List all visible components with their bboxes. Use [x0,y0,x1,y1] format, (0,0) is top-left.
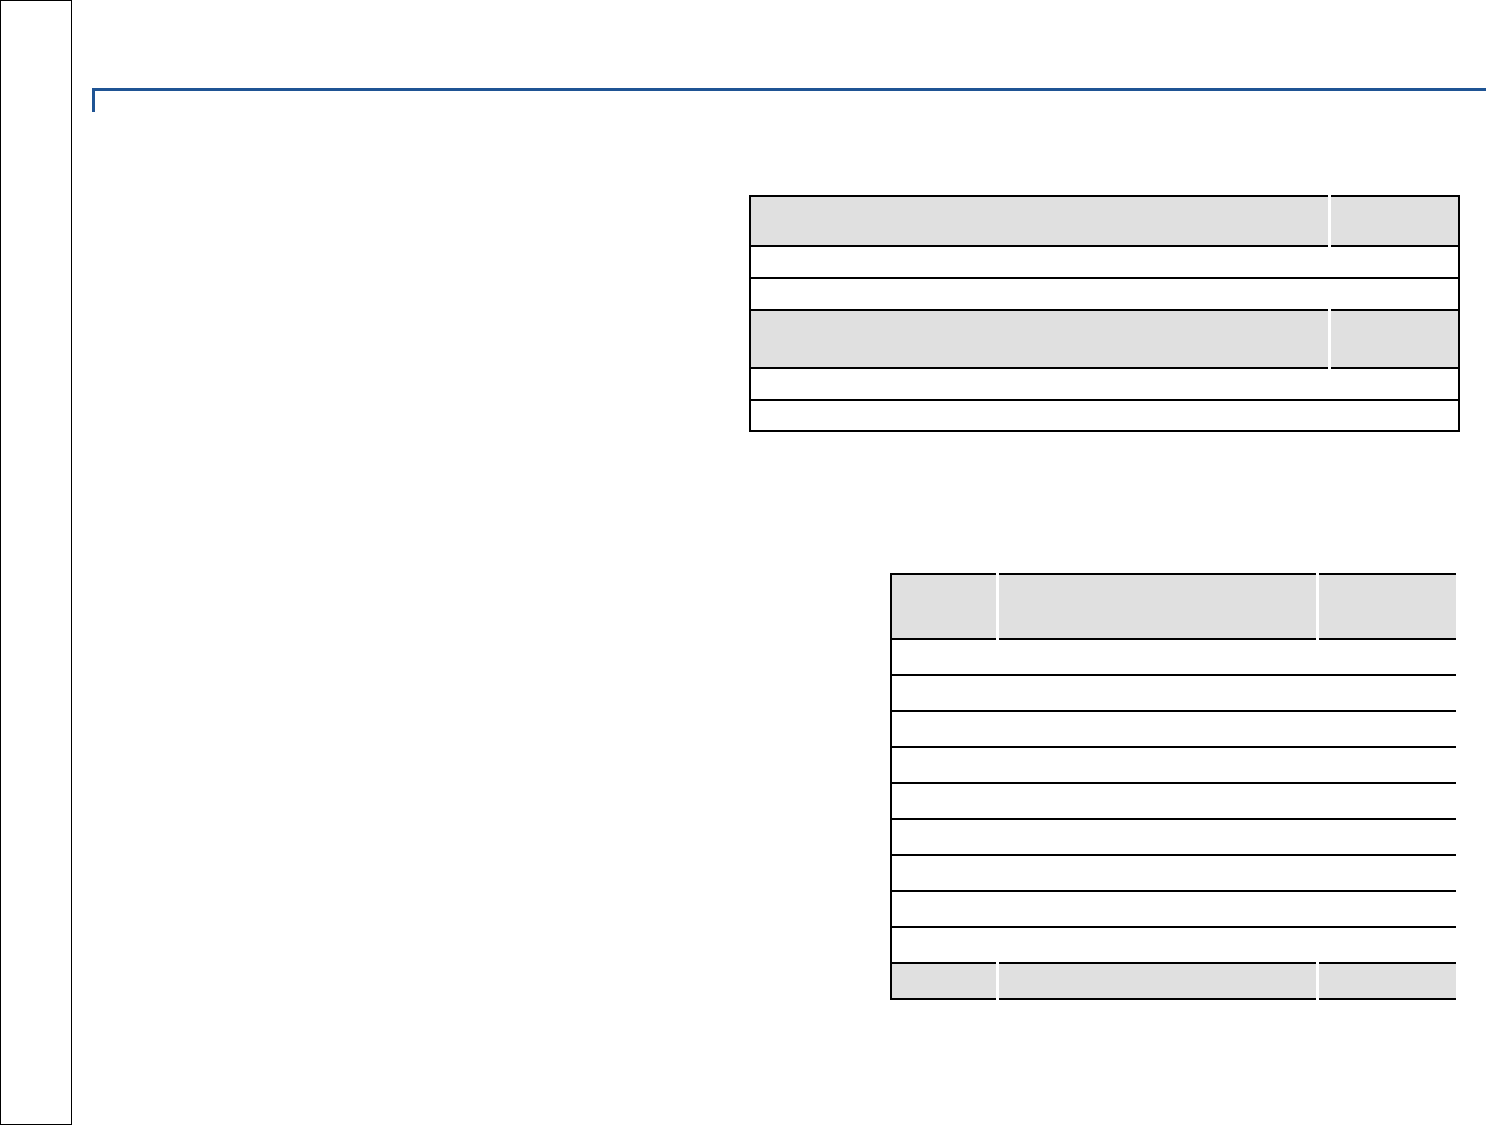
table-footer-cell [995,963,1318,1000]
table-row [891,891,1456,928]
header-rule-tick [92,88,95,112]
table-row [891,927,1456,964]
table-row [750,368,1459,401]
table-row [891,747,1456,784]
table-cell [891,891,1456,928]
table-row [891,819,1456,856]
table-row [750,278,1459,311]
table-cell [750,368,1459,401]
table-cell [750,310,1330,369]
table-row [891,783,1456,820]
table-row [750,400,1459,431]
table-header-row [750,196,1459,247]
left-sidebar-panel [0,0,72,1125]
table-header-cell [1316,574,1456,640]
table-row [891,639,1456,676]
table-cell [891,675,1456,712]
table-cell [891,855,1456,892]
table-cell [750,196,1330,247]
table-row [891,711,1456,748]
table-cell [1328,310,1459,369]
table-header-cell [995,574,1318,640]
table-cell [891,783,1456,820]
table-cell [750,278,1459,311]
table-header-row [891,574,1456,640]
summary-table-top [749,195,1460,432]
table-row [891,675,1456,712]
table-cell [891,819,1456,856]
table-cell [1328,196,1459,247]
table-footer-cell [1316,963,1456,1000]
table-cell [891,927,1456,964]
table-row [891,855,1456,892]
table-cell [891,639,1456,676]
table-cell [891,747,1456,784]
table-cell [891,711,1456,748]
detail-table-bottom [890,573,1456,1000]
header-rule [92,88,1486,91]
table-row [750,246,1459,279]
table-header-row [750,310,1459,369]
table-footer-cell [891,963,998,1000]
table-footer-row [891,963,1456,1000]
table-cell [750,246,1459,279]
table-cell [750,400,1459,431]
table-header-cell [891,574,998,640]
